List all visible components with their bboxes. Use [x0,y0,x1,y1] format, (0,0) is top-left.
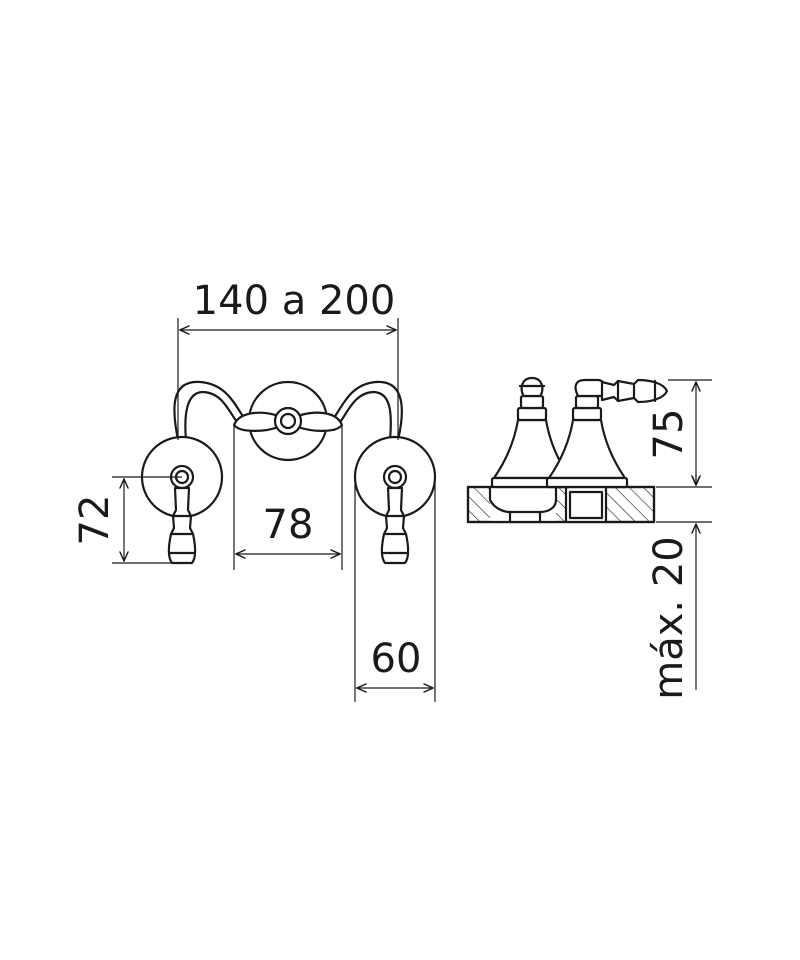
spout-arcs [173,380,403,442]
side-height-label: 75 [646,409,692,460]
valve-body-front [545,378,669,489]
spacing-label: 78 [263,502,314,548]
valve-body-back [490,376,574,489]
deck-section [466,485,656,524]
side-view: 75 máx. 20 [466,376,712,700]
diameter-label: 60 [371,636,422,682]
dimension-span: 140 a 200 [177,278,399,440]
dimension-handle-height: 72 [72,476,182,564]
dimension-escutcheon-diameter: 60 [354,477,436,702]
center-escutcheon [232,380,344,462]
left-handle [140,435,224,565]
dimension-deck-thickness: máx. 20 [646,474,712,700]
front-view: 140 a 200 72 78 60 [72,278,437,702]
handle-height-label: 72 [72,495,118,546]
dimension-side-height: 75 [646,379,712,488]
deck-thickness-label: máx. 20 [646,536,692,699]
dimension-escutcheon-spacing: 78 [233,425,343,570]
span-label: 140 a 200 [193,278,396,324]
right-handle [353,435,437,565]
